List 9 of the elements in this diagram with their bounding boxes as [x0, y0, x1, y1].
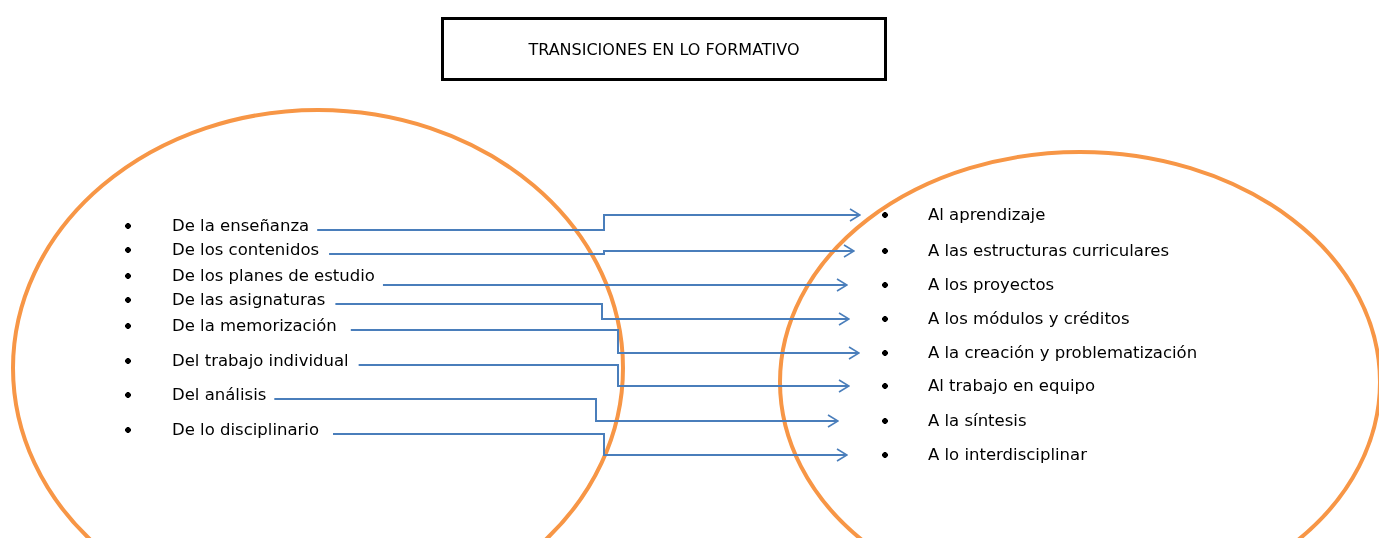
arrow — [349, 329, 860, 360]
arrow — [332, 433, 848, 462]
arrow — [316, 208, 861, 231]
arrow — [381, 278, 848, 292]
title-box: TRANSICIONES EN LO FORMATIVO — [441, 17, 887, 81]
arrow — [357, 364, 850, 393]
arrow — [334, 303, 850, 326]
arrow — [273, 398, 839, 428]
arrow — [328, 244, 855, 258]
